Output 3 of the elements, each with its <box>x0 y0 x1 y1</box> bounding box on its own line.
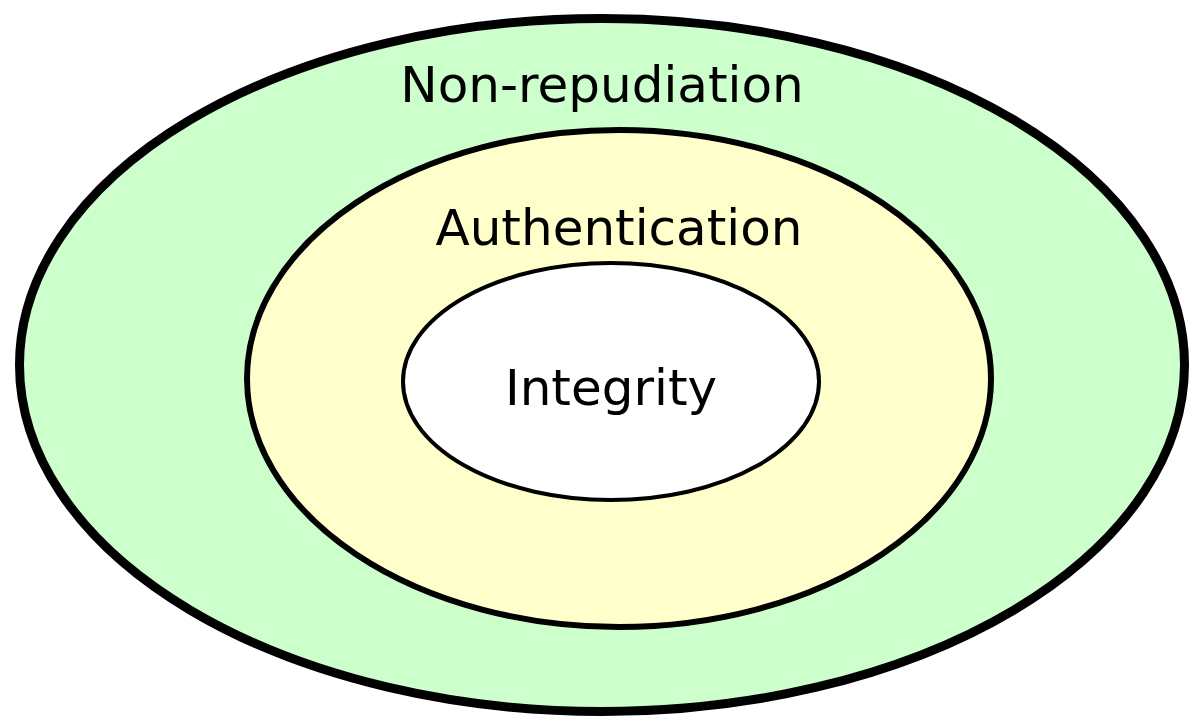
region-label: Non-repudiation <box>400 55 804 115</box>
region-label: Integrity <box>504 358 718 418</box>
region-label: Authentication <box>435 198 803 258</box>
